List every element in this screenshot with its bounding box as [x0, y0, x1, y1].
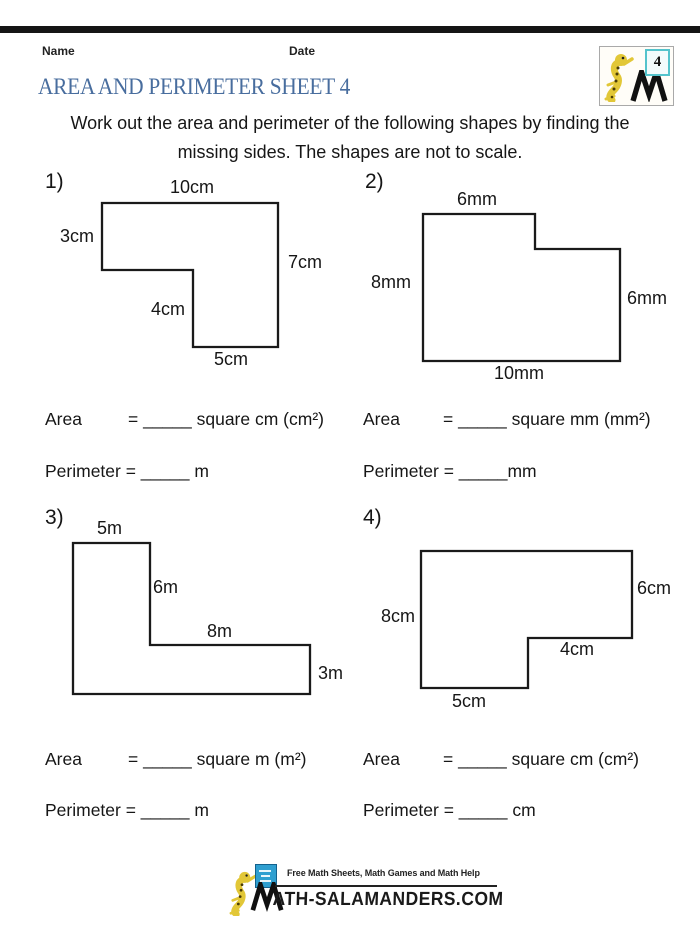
problem-2-dim-bottom: 10mm	[494, 363, 545, 383]
salamander-icon	[604, 54, 634, 102]
problem-2-dim-right: 6mm	[627, 288, 667, 308]
problem-3-dim-inner-horizontal: 8m	[207, 621, 233, 641]
problem-1-dim-bottom: 5cm	[214, 349, 249, 369]
instructions-line-2: missing sides. The shapes are not to sca…	[177, 142, 523, 162]
problem-4-dim-bottom: 5cm	[452, 691, 487, 711]
chalkboard-scribble	[259, 870, 271, 872]
header-logo: 4	[599, 46, 674, 106]
date-label: Date	[289, 44, 316, 58]
problem-2-area-blank: = _____ square mm (mm²)	[443, 409, 651, 429]
problem-1-dim-top: 10cm	[170, 177, 215, 197]
footer-logo: Free Math Sheets, Math Games and Math He…	[225, 862, 505, 918]
problem-1-perimeter-blank: Perimeter = _____ m	[45, 461, 209, 481]
problem-2-perimeter-blank: Perimeter = _____mm	[363, 461, 537, 481]
footer-tagline: Free Math Sheets, Math Games and Math He…	[287, 868, 480, 878]
problem-2-dim-left: 8mm	[371, 272, 411, 292]
problem-1-dim-left: 3cm	[60, 226, 95, 246]
problem-3-dim-inner-vertical: 6m	[153, 577, 179, 597]
footer-m-icon	[250, 882, 284, 912]
logo-number-board: 4	[645, 49, 670, 76]
problem-2-number: 2)	[365, 170, 384, 193]
problem-4-dim-inner: 4cm	[560, 639, 595, 659]
problem-1-shape	[100, 201, 280, 349]
problem-4-shape	[419, 549, 634, 690]
problem-3-dim-top: 5m	[97, 518, 123, 538]
footer-site-name: ATH-SALAMANDERS.COM	[272, 889, 504, 910]
problem-3-dim-right: 3m	[318, 663, 344, 683]
problem-2-area-label: Area	[363, 409, 400, 429]
problem-3-number: 3)	[45, 506, 64, 529]
problem-4-perimeter-blank: Perimeter = _____ cm	[363, 800, 536, 820]
problem-2-shape	[421, 212, 622, 363]
footer-salamander-icon	[229, 871, 257, 916]
problem-3-perimeter-blank: Perimeter = _____ m	[45, 800, 209, 820]
problem-4-dim-right: 6cm	[637, 578, 672, 598]
chalkboard-scribble	[261, 875, 270, 877]
problem-3-shape	[71, 541, 312, 696]
problem-2-dim-top: 6mm	[457, 189, 497, 209]
problem-1-area-label: Area	[45, 409, 82, 429]
problem-4-area-blank: = _____ square cm (cm²)	[443, 749, 639, 769]
chalkboard-scribble	[260, 880, 271, 882]
problem-4-area-label: Area	[363, 749, 400, 769]
problem-1-dim-inner: 4cm	[151, 299, 186, 319]
page-title: AREA AND PERIMETER SHEET 4	[38, 74, 351, 99]
problem-3-area-blank: = _____ square m (m²)	[128, 749, 307, 769]
problem-3-area-label: Area	[45, 749, 82, 769]
problem-1-number: 1)	[45, 170, 64, 193]
top-rule	[0, 26, 700, 33]
logo-m-icon	[630, 70, 668, 102]
footer-divider	[275, 885, 497, 887]
instructions-line-1: Work out the area and perimeter of the f…	[70, 113, 630, 133]
problem-4-number: 4)	[363, 506, 382, 529]
problem-1-area-blank: = _____ square cm (cm²)	[128, 409, 324, 429]
name-label: Name	[42, 44, 75, 58]
problem-4-dim-left: 8cm	[381, 606, 416, 626]
problem-1-dim-right: 7cm	[288, 252, 323, 272]
